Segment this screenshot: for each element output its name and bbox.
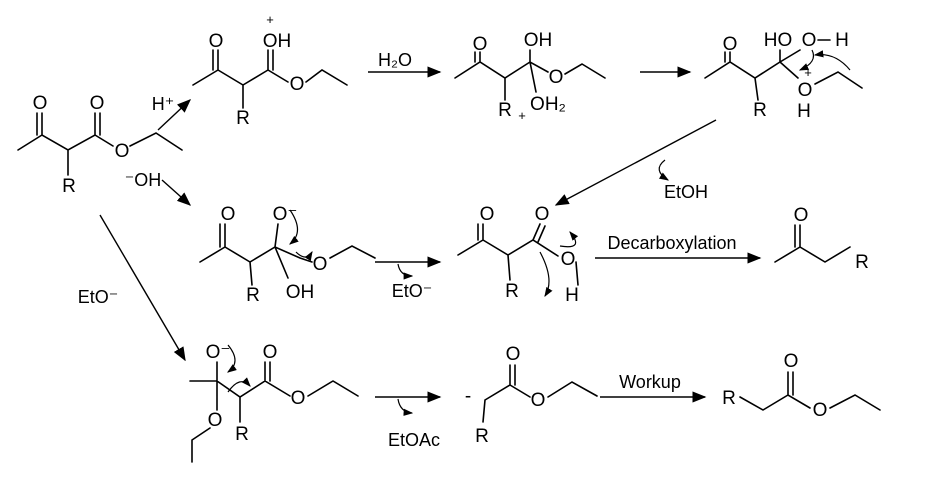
hydroxide-adduct: O O⁻ O OH R bbox=[199, 204, 376, 306]
atom-label: O bbox=[813, 400, 828, 421]
arrow-ethoxide-attack bbox=[99, 214, 186, 362]
reagent-workup: Workup bbox=[619, 372, 681, 392]
atom-label: O bbox=[535, 204, 550, 225]
reagent-ethyl-acetate: EtOAc bbox=[388, 430, 440, 450]
atom-label: O bbox=[33, 93, 48, 114]
atom-label: O bbox=[561, 249, 576, 270]
ketone-product: O R bbox=[774, 205, 869, 273]
reagent-ethanol: EtOH bbox=[664, 182, 708, 202]
atom-label: O bbox=[115, 141, 130, 162]
atom-label: O bbox=[473, 34, 488, 55]
charge-label: + bbox=[804, 65, 812, 80]
atom-label: OH₂ bbox=[530, 94, 566, 115]
atom-label: O bbox=[798, 80, 813, 101]
atom-label: O⁻ bbox=[273, 204, 298, 225]
reagent-acid: H⁺ bbox=[152, 94, 175, 114]
atom-label: OH bbox=[286, 282, 315, 303]
tetrahedral-intermediate-water: O OH O OH₂ + R bbox=[454, 30, 606, 123]
reagent-hydroxide: ⁻OH bbox=[125, 170, 162, 190]
charge-label: + bbox=[518, 108, 526, 123]
atom-label: O bbox=[549, 67, 564, 88]
reagent-decarboxylation: Decarboxylation bbox=[607, 233, 736, 253]
atom-label: O bbox=[723, 34, 738, 55]
atom-label: O bbox=[802, 30, 817, 51]
reagent-ethoxide-leaving: EtO⁻ bbox=[392, 281, 433, 301]
atom-label: R bbox=[246, 285, 260, 306]
atom-label: OH bbox=[263, 31, 292, 52]
atom-label: O bbox=[313, 254, 328, 275]
atom-label: O bbox=[208, 410, 223, 431]
arrow-ethanol-loss bbox=[554, 119, 717, 206]
atom-label: R bbox=[236, 108, 250, 129]
proton-transfer-intermediate: O HO O H O + H R bbox=[704, 30, 863, 122]
atom-label: H bbox=[565, 285, 579, 306]
atom-label: O bbox=[263, 342, 278, 363]
atom-label: R bbox=[722, 388, 736, 409]
final-ester-product: R O O bbox=[722, 351, 881, 421]
protonated-ester: O OH + O R bbox=[192, 12, 348, 129]
charge-label: - bbox=[465, 386, 471, 407]
atom-label: O bbox=[506, 344, 521, 365]
atom-label: O bbox=[784, 351, 799, 372]
reagent-labels: H⁺ H₂O EtOH ⁻OH EtO⁻ Decarboxylation EtO… bbox=[78, 50, 737, 450]
atom-label: R bbox=[855, 252, 869, 273]
atom-label: O bbox=[531, 390, 546, 411]
atom-label: R bbox=[62, 176, 76, 197]
ethoxide-adduct: O⁻ O O O R bbox=[189, 342, 359, 463]
atom-label: O bbox=[794, 205, 809, 226]
arrow-acid bbox=[157, 99, 192, 131]
atom-label: O bbox=[480, 204, 495, 225]
atom-label: R bbox=[753, 100, 767, 121]
atom-label: O bbox=[209, 31, 224, 52]
charge-label: + bbox=[266, 12, 274, 27]
beta-keto-acid: O O O H R bbox=[457, 204, 579, 306]
ester-enolate-carbanion: - O O R bbox=[465, 344, 598, 447]
atom-label: R bbox=[235, 424, 249, 445]
reaction-arrows bbox=[99, 66, 762, 416]
atom-label: O bbox=[90, 93, 105, 114]
atom-label: O bbox=[290, 74, 305, 95]
atom-label: R bbox=[498, 100, 512, 121]
atom-label: H bbox=[797, 101, 811, 122]
reagent-water: H₂O bbox=[378, 50, 412, 70]
atom-label: O bbox=[221, 204, 236, 225]
atom-label: R bbox=[505, 281, 519, 302]
atom-label: R bbox=[475, 426, 489, 447]
curved-arrow-etoh bbox=[658, 159, 670, 181]
curved-arrow-etoac bbox=[397, 398, 414, 416]
atom-label: O⁻ bbox=[206, 342, 231, 363]
arrow-base bbox=[161, 179, 192, 206]
atom-label: O bbox=[291, 388, 306, 409]
atom-label: H bbox=[835, 30, 849, 51]
reagent-ethoxide: EtO⁻ bbox=[78, 287, 119, 307]
atom-label: HO bbox=[764, 30, 793, 51]
curved-arrow-ethoxide bbox=[397, 263, 414, 280]
starting-keto-ester: O O O R bbox=[17, 93, 183, 197]
atom-label: OH bbox=[524, 30, 553, 51]
